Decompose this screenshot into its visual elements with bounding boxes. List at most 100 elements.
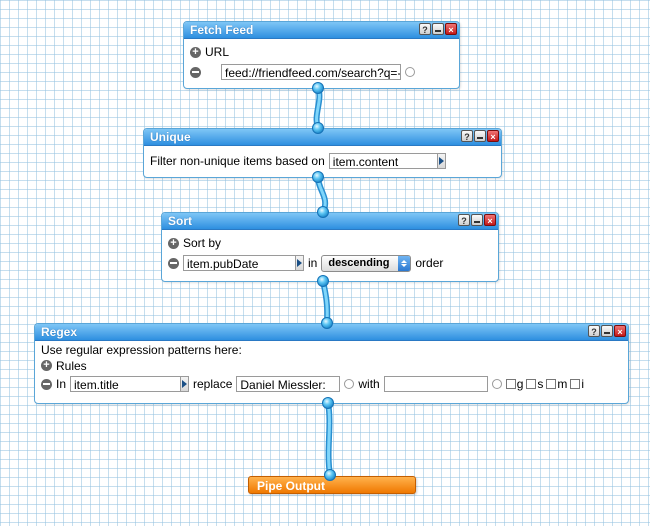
remove-rule-button[interactable] [41, 378, 52, 390]
close-icon: × [490, 132, 496, 142]
help-button[interactable]: ? [419, 23, 431, 35]
regex-module[interactable]: Regex ? × Use regular expression pattern… [34, 323, 629, 404]
pipe-output-title: Pipe Output [257, 479, 325, 493]
sort-by-header-row: + Sort by [168, 233, 492, 253]
wire-unique-to-sort[interactable] [315, 176, 329, 214]
sort-in-label: in [308, 256, 318, 270]
help-button[interactable]: ? [461, 130, 473, 142]
wire-sort-to-regex[interactable] [320, 280, 331, 324]
unique-module[interactable]: Unique ? × Filter non-unique items based… [143, 128, 502, 178]
plus-icon: + [192, 45, 199, 58]
replace-input-terminal[interactable] [344, 379, 355, 389]
add-url-button[interactable]: + [190, 45, 201, 58]
fetch-feed-titlebar[interactable]: Fetch Feed ? × [184, 22, 459, 39]
triangle-right-icon [182, 380, 188, 388]
flag-m-label: m [557, 377, 568, 391]
url-row: feed://friendfeed.com/search?q=-s [190, 62, 453, 82]
unique-filter-label: Filter non-unique items based on [150, 154, 325, 168]
plus-icon: + [43, 359, 50, 371]
help-icon: ? [422, 25, 428, 35]
flag-s-checkbox[interactable] [526, 379, 537, 389]
url-section-label: URL [205, 45, 230, 59]
sort-field-combo[interactable]: item.pubDate [183, 255, 304, 271]
url-input[interactable]: feed://friendfeed.com/search?q=-s [221, 64, 401, 80]
sort-key-row: item.pubDate in descending order [168, 253, 492, 273]
select-arrows-icon [398, 255, 411, 271]
regex-rule-row: In item.title replace Daniel Miessler: w… [41, 374, 622, 394]
flag-m-checkbox[interactable] [546, 379, 557, 389]
fetch-feed-module[interactable]: Fetch Feed ? × + URL feed://friendfeed.c… [183, 21, 460, 89]
fetch-feed-title: Fetch Feed [190, 23, 254, 37]
remove-sort-key-button[interactable] [168, 257, 179, 269]
minus-icon [170, 262, 177, 264]
triangle-right-icon [438, 157, 444, 165]
help-icon: ? [464, 132, 470, 142]
regex-field-dropdown-button[interactable] [180, 376, 190, 392]
minimize-icon [604, 332, 610, 334]
unique-field-dropdown-button[interactable] [436, 153, 446, 169]
plus-icon: + [170, 236, 177, 249]
url-input-terminal[interactable] [405, 67, 415, 77]
minimize-icon [477, 137, 483, 139]
sort-order-label: order [415, 256, 444, 270]
minimize-button[interactable] [432, 23, 444, 35]
sort-by-label: Sort by [183, 236, 222, 250]
wire-regex-to-output[interactable] [325, 402, 333, 476]
help-button[interactable]: ? [458, 214, 470, 226]
sort-order-select[interactable]: descending [321, 254, 412, 272]
close-button[interactable]: × [487, 130, 499, 142]
flag-s-label: s [537, 377, 544, 391]
minimize-icon [474, 221, 480, 223]
flag-i-label: i [581, 377, 585, 391]
flag-i-checkbox[interactable] [570, 379, 581, 389]
rules-header-row: + Rules [41, 357, 622, 374]
close-icon: × [617, 327, 623, 337]
add-sort-key-button[interactable]: + [168, 236, 179, 249]
unique-title: Unique [150, 130, 191, 144]
sort-title: Sort [168, 214, 192, 228]
close-icon: × [487, 216, 493, 226]
minimize-button[interactable] [601, 325, 613, 337]
unique-field-input[interactable]: item.content [328, 153, 437, 169]
pipe-output-module[interactable]: Pipe Output [248, 476, 416, 494]
close-icon: × [448, 25, 454, 35]
sort-field-dropdown-button[interactable] [295, 255, 304, 271]
sort-field-input[interactable]: item.pubDate [183, 255, 295, 271]
unique-field-combo[interactable]: item.content [328, 153, 446, 169]
sort-module[interactable]: Sort ? × + Sort by item.pubDate in desce… [161, 212, 499, 282]
regex-with-label: with [358, 377, 380, 391]
wire-fetch-to-unique[interactable] [313, 86, 323, 130]
unique-titlebar[interactable]: Unique ? × [144, 129, 501, 146]
close-button[interactable]: × [614, 325, 626, 337]
regex-replace-label: replace [193, 377, 233, 391]
regex-with-input[interactable] [383, 376, 488, 392]
minus-icon [192, 71, 199, 73]
regex-field-combo[interactable]: item.title [70, 376, 190, 392]
flag-g-checkbox[interactable] [505, 379, 516, 389]
rules-label: Rules [56, 358, 87, 373]
with-input-terminal[interactable] [491, 379, 502, 389]
triangle-right-icon [297, 259, 302, 267]
minus-icon [43, 383, 50, 385]
help-button[interactable]: ? [588, 325, 600, 337]
minimize-icon [435, 30, 441, 32]
regex-intro-text: Use regular expression patterns here: [41, 343, 242, 357]
regex-replace-input[interactable]: Daniel Miessler: [236, 376, 341, 392]
regex-intro-row: Use regular expression patterns here: [41, 343, 622, 357]
flag-g-label: g [516, 377, 524, 391]
url-header-row: + URL [190, 42, 453, 62]
regex-titlebar[interactable]: Regex ? × [35, 324, 628, 341]
unique-row: Filter non-unique items based on item.co… [150, 149, 495, 173]
regex-field-input[interactable]: item.title [70, 376, 181, 392]
add-rule-button[interactable]: + [41, 360, 52, 371]
sort-titlebar[interactable]: Sort ? × [162, 213, 498, 230]
help-icon: ? [591, 327, 597, 337]
regex-title: Regex [41, 325, 78, 339]
regex-in-label: In [56, 377, 67, 391]
minimize-button[interactable] [474, 130, 486, 142]
minimize-button[interactable] [471, 214, 483, 226]
remove-url-button[interactable] [190, 66, 201, 78]
close-button[interactable]: × [445, 23, 457, 35]
help-icon: ? [461, 216, 467, 226]
close-button[interactable]: × [484, 214, 496, 226]
